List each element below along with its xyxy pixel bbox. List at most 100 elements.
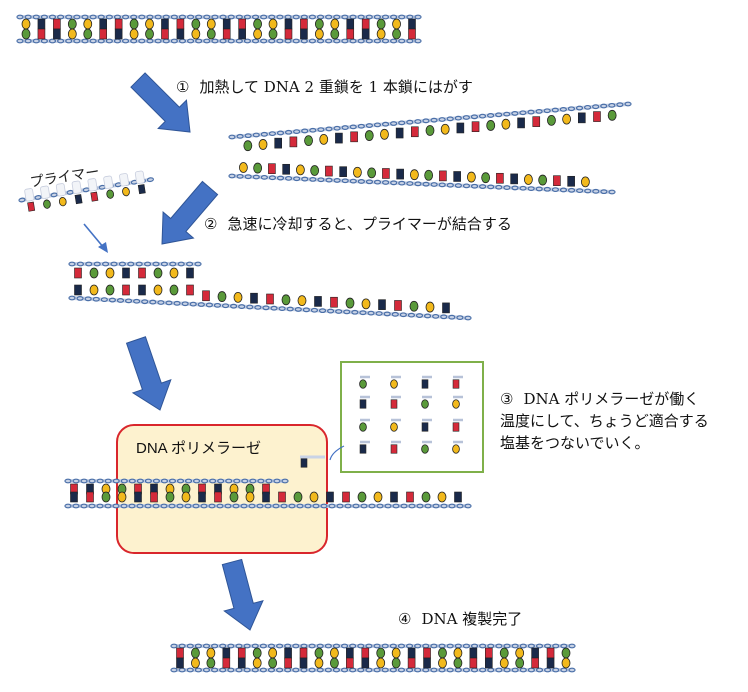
- backbone-link: [202, 643, 211, 649]
- base-icon: [282, 163, 290, 175]
- base-icon: [138, 267, 146, 279]
- backbone-link: [373, 179, 382, 185]
- base-icon: [299, 647, 308, 659]
- backbone-link: [359, 310, 367, 316]
- backbone-link: [440, 503, 448, 509]
- primer-bound-strand: [68, 261, 472, 321]
- backbone-link: [260, 131, 268, 137]
- base-icon: [145, 28, 154, 40]
- pool-pointer: [329, 445, 345, 461]
- base-icon: [439, 170, 447, 182]
- backbone-link: [332, 643, 341, 649]
- backbone-link: [390, 180, 398, 186]
- base-icon: [153, 284, 163, 296]
- base-icon: [376, 647, 386, 659]
- base-icon: [58, 197, 67, 207]
- backbone-link: [144, 478, 152, 484]
- arrow-step4: [221, 558, 264, 631]
- backbone-link: [104, 478, 112, 484]
- backbone-link: [195, 14, 203, 20]
- base-icon: [309, 491, 319, 503]
- backbone-link: [246, 304, 254, 310]
- base-icon: [454, 491, 462, 503]
- backbone-link: [32, 14, 40, 20]
- backbone-link: [256, 503, 264, 509]
- backbone-link: [308, 38, 317, 44]
- primer-stub: [71, 180, 82, 194]
- backbone-link: [543, 108, 551, 114]
- base-icon: [469, 647, 478, 659]
- base-icon: [222, 647, 231, 659]
- backbone-link: [170, 667, 178, 673]
- base-icon: [319, 133, 329, 145]
- base-icon: [346, 18, 355, 30]
- base-icon: [359, 399, 367, 409]
- backbone-rail: [230, 102, 630, 139]
- backbone-link: [211, 667, 219, 673]
- backbone-link: [432, 503, 440, 509]
- base-icon: [359, 379, 367, 389]
- backbone-link: [430, 667, 438, 673]
- backbone-link: [438, 117, 446, 122]
- backbone-link: [154, 38, 162, 44]
- backbone-link: [108, 297, 117, 303]
- base-icon: [284, 647, 292, 659]
- backbone-link: [260, 38, 268, 44]
- backbone-link: [184, 503, 192, 509]
- base-icon: [106, 189, 114, 199]
- base-icon: [245, 491, 255, 503]
- backbone-link: [438, 182, 446, 188]
- backbone-link: [230, 303, 238, 309]
- backbone-link: [186, 261, 194, 267]
- base-icon: [438, 657, 447, 669]
- base-icon: [222, 18, 231, 30]
- primer-stub: [40, 185, 51, 199]
- base-icon: [423, 657, 431, 669]
- backbone-link: [149, 299, 157, 305]
- base-icon: [330, 296, 338, 308]
- base-icon: [376, 28, 386, 40]
- backbone-link: [227, 667, 235, 673]
- base-icon: [330, 28, 340, 40]
- backbone-link: [144, 503, 152, 509]
- backbone-link: [127, 261, 135, 267]
- base-icon: [382, 168, 390, 179]
- base-icon: [501, 118, 511, 130]
- backbone-link: [105, 14, 113, 20]
- backbone-link: [154, 14, 162, 20]
- backbone-link: [173, 300, 181, 306]
- backbone-link: [535, 643, 544, 649]
- base-icon: [421, 491, 431, 503]
- backbone-link: [194, 261, 202, 267]
- backbone-link: [462, 643, 471, 649]
- backbone-link: [176, 478, 185, 484]
- backbone-link: [121, 38, 130, 44]
- base-icon: [74, 267, 82, 279]
- base-icon: [456, 122, 465, 134]
- backbone-link: [317, 177, 325, 183]
- backbone-link: [503, 111, 511, 117]
- backbone-link: [152, 261, 160, 267]
- backbone-link: [304, 503, 312, 509]
- base-icon: [453, 171, 461, 182]
- base-icon: [83, 28, 93, 40]
- backbone-link: [105, 38, 113, 44]
- backbone-link: [195, 38, 203, 44]
- backbone-link: [101, 261, 110, 267]
- base-icon: [186, 284, 194, 296]
- backbone-link: [624, 101, 632, 107]
- backbone-link: [248, 503, 256, 509]
- base-icon: [222, 657, 231, 669]
- base-icon: [114, 28, 123, 40]
- backbone-link: [462, 183, 471, 189]
- base-icon: [27, 201, 36, 212]
- base-icon: [53, 18, 61, 30]
- base-icon: [546, 657, 555, 669]
- backbone-link: [48, 14, 57, 20]
- backbone-link: [357, 643, 365, 649]
- backbone-link: [479, 643, 487, 649]
- base-icon: [21, 28, 31, 40]
- backbone-link: [535, 186, 543, 192]
- backbone-link: [200, 503, 208, 509]
- backbone-link: [464, 315, 472, 321]
